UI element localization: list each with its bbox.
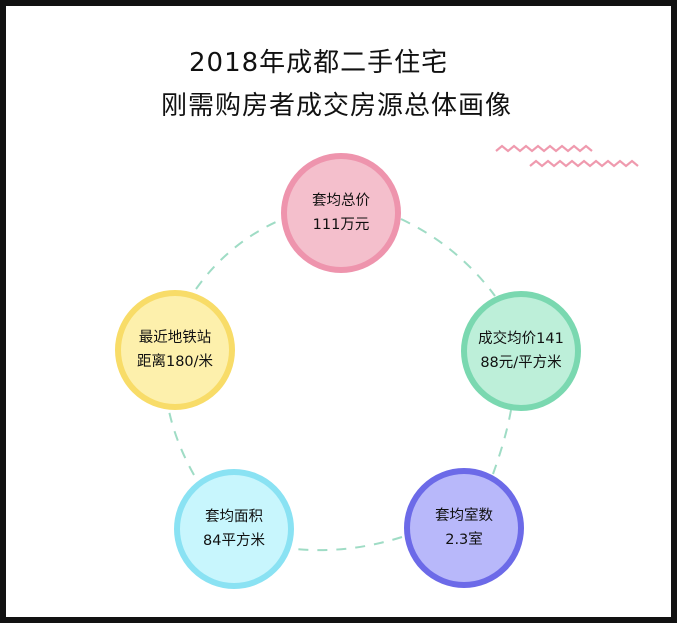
zigzag-line-1 bbox=[495, 144, 593, 153]
node-value: 距离180/米 bbox=[136, 354, 214, 370]
node-avg-total-price: 套均总价 111万元 bbox=[281, 153, 401, 273]
connector-arc-1 bbox=[400, 218, 496, 297]
node-avg-unit-price: 成交均价141 88元/平方米 bbox=[461, 291, 581, 411]
node-value: 2.3室 bbox=[445, 532, 483, 548]
connector-arc-4 bbox=[168, 410, 195, 476]
connector-arc-5 bbox=[195, 220, 279, 290]
title-line-2: 刚需购房者成交房源总体画像 bbox=[161, 91, 513, 121]
node-label: 套均面积 bbox=[205, 509, 263, 525]
connector-arc-3 bbox=[294, 536, 403, 552]
node-label: 套均总价 bbox=[312, 193, 370, 209]
node-label: 套均室数 bbox=[435, 508, 493, 524]
connector-ring bbox=[168, 218, 512, 552]
zigzag-decoration bbox=[495, 144, 639, 168]
node-value: 84平方米 bbox=[203, 533, 265, 549]
connector-arc-2 bbox=[492, 409, 512, 475]
node-avg-rooms: 套均室数 2.3室 bbox=[404, 468, 524, 588]
node-label: 最近地铁站 bbox=[138, 330, 212, 346]
node-label: 成交均价141 bbox=[478, 331, 564, 347]
node-avg-area: 套均面积 84平方米 bbox=[174, 469, 294, 589]
node-value: 111万元 bbox=[312, 217, 370, 233]
title-line-1: 2018年成都二手住宅 bbox=[189, 48, 449, 78]
node-value: 88元/平方米 bbox=[480, 355, 562, 371]
node-metro-distance: 最近地铁站 距离180/米 bbox=[115, 290, 235, 410]
zigzag-line-2 bbox=[529, 159, 639, 168]
